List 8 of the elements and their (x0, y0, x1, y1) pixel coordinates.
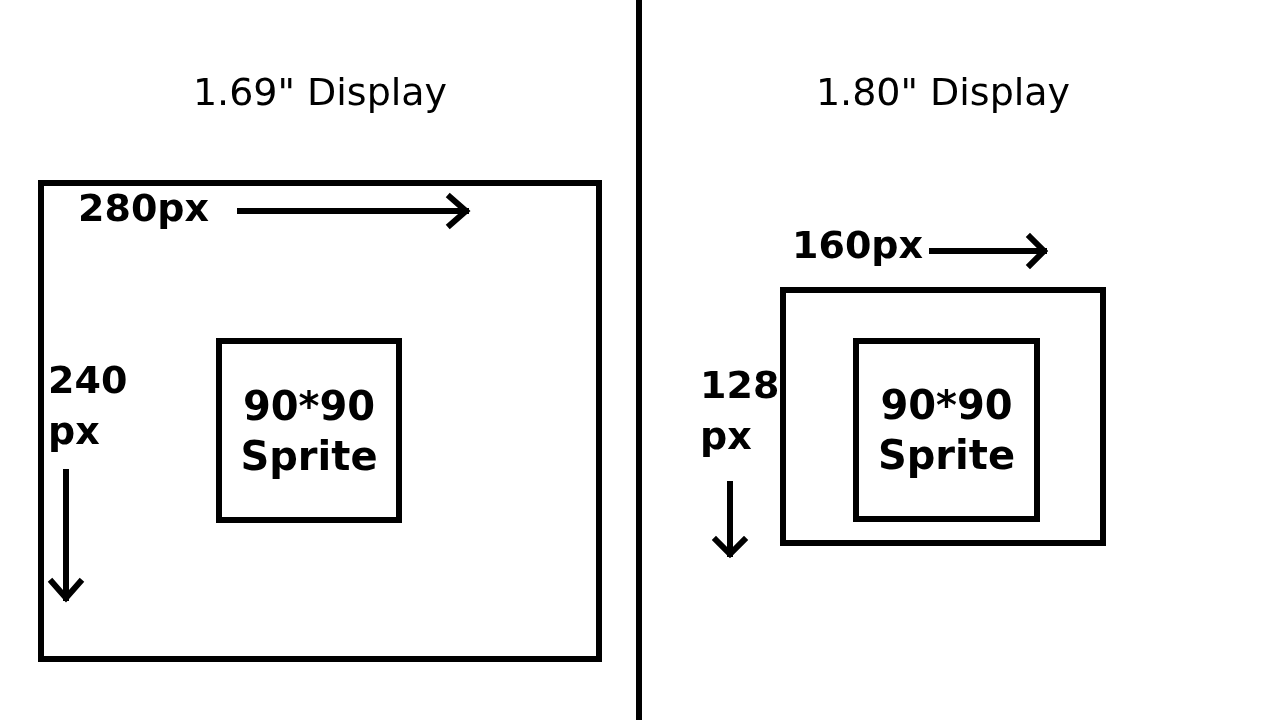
dimension-label: 160px (792, 222, 925, 269)
display-title: 1.80" Display (815, 70, 1071, 114)
sprite-box: 90*90 Sprite (216, 338, 402, 523)
display-title: 1.69" Display (192, 70, 448, 114)
dimension-label: 240 px (48, 357, 129, 456)
sprite-box: 90*90 Sprite (853, 338, 1040, 522)
dimension-label: 280px (78, 185, 211, 232)
dimension-label: 128 px (700, 362, 780, 461)
